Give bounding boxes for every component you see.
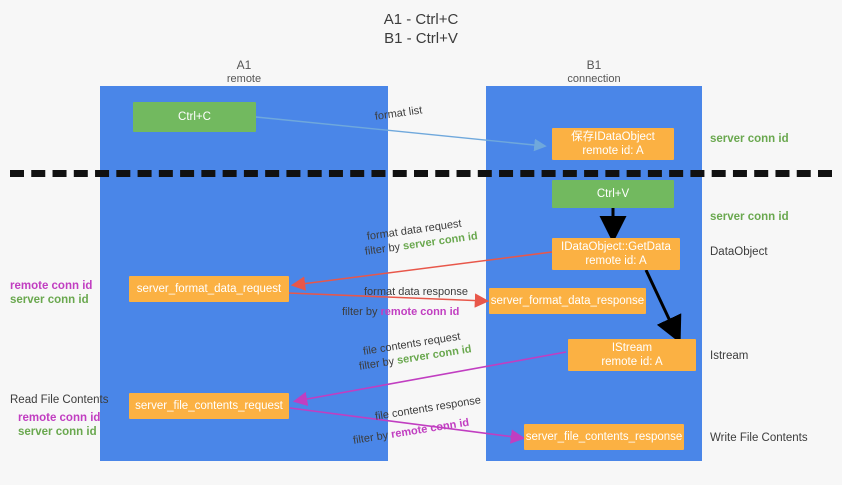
right-label-server-conn-id-top: server conn id [710,133,789,145]
box-server-format-data-request-label: server_format_data_request [136,283,282,295]
lane-b1-sub: connection [567,73,621,85]
box-idataobject-getdata[interactable]: IDataObject::GetData remote id: A [552,238,680,270]
title-line-1: A1 - Ctrl+C [383,11,459,28]
lane-header-a1: A1 remote [100,58,388,86]
box-server-format-data-response[interactable]: server_format_data_response [489,288,646,314]
box-server-file-contents-response[interactable]: server_file_contents_response [524,424,684,450]
edge-label-format-data-response-text: format data response [364,286,468,298]
page-title: A1 - Ctrl+C B1 - Ctrl+V [0,10,842,48]
lane-a1-sub: remote [226,73,262,85]
phase-separator [10,170,832,177]
box-istream-line2: remote id: A [601,356,663,368]
edge-label-format-data-response: format data response [364,285,468,299]
box-server-file-contents-response-label: server_file_contents_response [525,431,683,443]
filter-value-remote-conn-id-1: remote conn id [380,306,460,318]
lane-a1-name: A1 [236,58,252,72]
lane-header-b1: B1 connection [486,58,702,86]
box-ctrl-c-label: Ctrl+C [178,111,211,123]
box-save-idataobject-line1: 保存IDataObject [571,131,655,143]
filter-value-remote-conn-id-2: remote conn id [390,416,470,441]
box-getdata-line1: IDataObject::GetData [561,241,671,253]
right-label-dataobject: DataObject [710,246,768,258]
left-label-remote-conn-id-1: remote conn id [10,280,93,292]
edge-label-format-data-response-filter: filter by remote conn id [342,305,459,319]
right-label-istream: Istream [710,350,749,362]
left-label-remote-conn-id-2: remote conn id [18,412,101,424]
left-label-server-conn-id-1: server conn id [10,294,89,306]
box-ctrl-v[interactable]: Ctrl+V [552,180,674,208]
box-server-format-data-request[interactable]: server_format_data_request [129,276,289,302]
box-ctrl-c[interactable]: Ctrl+C [133,102,256,132]
left-label-read-file-contents: Read File Contents [10,394,109,406]
left-label-server-conn-id-2: server conn id [18,426,97,438]
right-label-write-file-contents: Write File Contents [710,432,808,444]
box-istream[interactable]: IStream remote id: A [568,339,696,371]
filter-prefix-1: filter by [364,240,404,258]
filter-prefix-2: filter by [342,306,381,318]
box-save-idataobject-line2: remote id: A [582,145,644,157]
box-istream-line1: IStream [611,342,653,354]
box-server-file-contents-request[interactable]: server_file_contents_request [129,393,289,419]
box-save-idataobject[interactable]: 保存IDataObject remote id: A [552,128,674,160]
title-line-2: B1 - Ctrl+V [384,30,458,47]
right-label-server-conn-id-mid: server conn id [710,211,789,223]
box-server-format-data-response-label: server_format_data_response [490,295,645,307]
box-getdata-line2: remote id: A [585,255,647,267]
lane-b1-name: B1 [586,58,602,72]
box-server-file-contents-request-label: server_file_contents_request [135,400,283,412]
box-ctrl-v-label: Ctrl+V [596,188,630,200]
